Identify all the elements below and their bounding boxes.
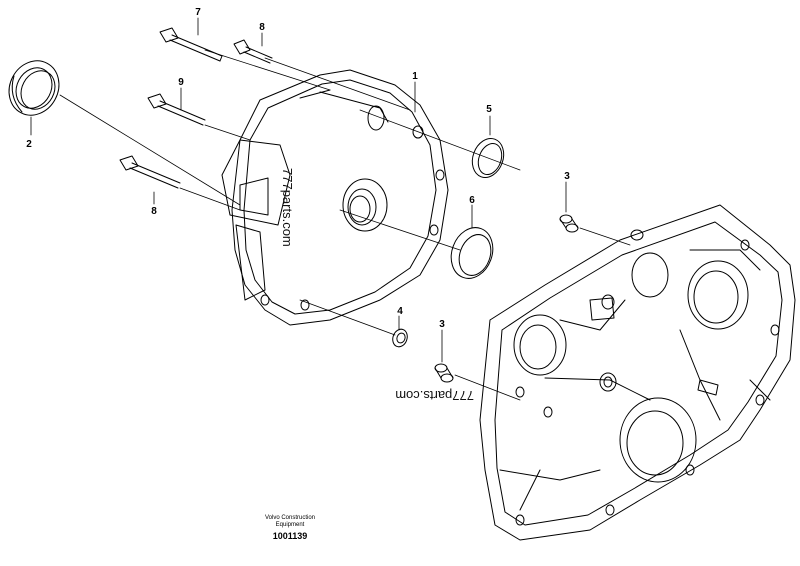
bolt-part-8-lower: [119, 155, 181, 189]
dowel-sleeve-part-3-lower: [434, 363, 454, 383]
flywheel-housing-part-1: [221, 69, 449, 326]
timing-gear-housing: [479, 204, 796, 541]
bolt-part-7: [159, 27, 223, 62]
washer-part-4: [392, 328, 408, 348]
callout-2: 2: [26, 139, 32, 150]
bolt-part-9: [147, 93, 206, 126]
callout-3-upper: 3: [564, 171, 570, 182]
callout-numbers: 1 2 3 3 4 5 6 7 8 8 9: [26, 7, 570, 330]
callout-7: 7: [195, 7, 201, 18]
watermark-rotated: 777parts.com: [280, 168, 295, 247]
bolt-part-8-upper: [233, 39, 273, 64]
callout-1: 1: [412, 71, 418, 82]
callout-8-upper: 8: [259, 22, 265, 33]
callout-4: 4: [397, 306, 403, 317]
publisher-credit: Volvo Construction Equipment: [240, 515, 340, 529]
dowel-sleeve-part-3-upper: [559, 214, 579, 233]
figure-number: 1001139: [272, 531, 308, 541]
callout-5: 5: [486, 104, 492, 115]
publisher-line-1: Volvo Construction: [264, 515, 316, 521]
seal-ring-part-2: [8, 60, 60, 116]
publisher-line-2: Equipment: [275, 522, 305, 528]
callout-9: 9: [178, 77, 184, 88]
o-ring-part-6: [450, 227, 494, 279]
o-ring-part-5: [471, 138, 505, 178]
leader-lines: [30, 17, 631, 401]
callout-8-lower: 8: [151, 206, 157, 217]
callout-3-lower: 3: [439, 319, 445, 330]
callout-6: 6: [469, 195, 475, 206]
watermark-mirrored: 777parts.com: [395, 388, 474, 403]
